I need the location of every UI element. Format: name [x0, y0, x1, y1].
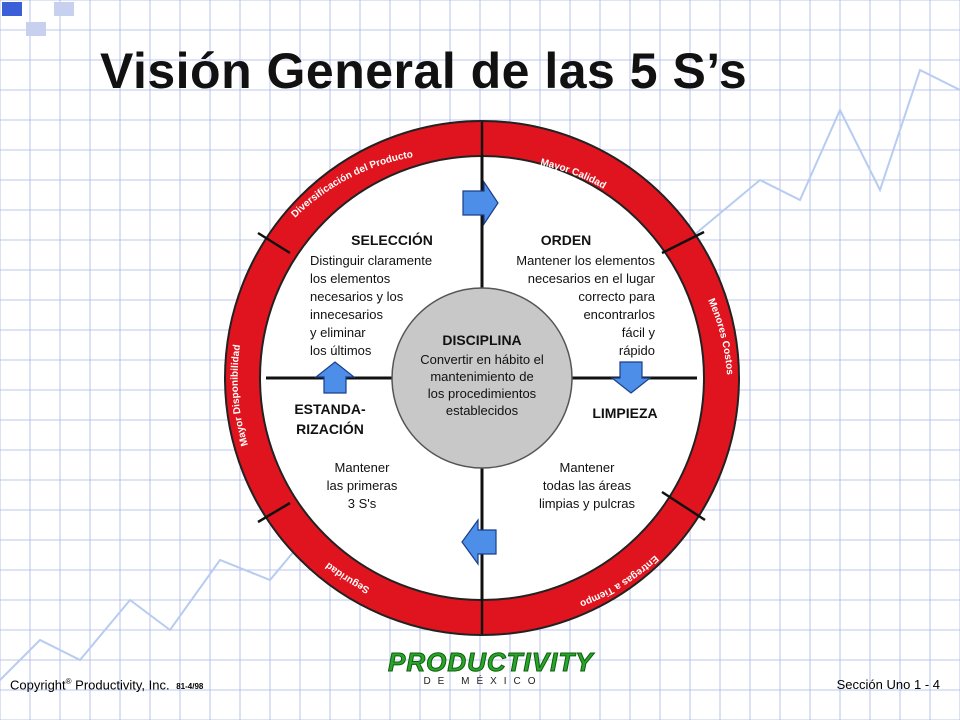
arrow-bottom-left-icon [461, 518, 497, 566]
seleccion-line-5: y eliminar [310, 325, 366, 340]
orden-line-3: correcto para [578, 289, 655, 304]
page-number: 1 - 4 [913, 677, 940, 692]
copyright-label: Copyright [10, 677, 66, 693]
orden-line-4: encontrarlos [583, 307, 655, 322]
seleccion-text: Distinguir claramente los elementos nece… [310, 253, 432, 358]
center-line-3: los procedimientos [428, 386, 537, 401]
arrow-left-up-icon [314, 361, 356, 394]
registered-mark: ® [65, 677, 72, 686]
company-name: Productivity, Inc. [75, 677, 170, 693]
orden-line-1: Mantener los elementos [516, 253, 655, 268]
limpieza-text: Mantener todas las áreas limpias y pulcr… [539, 460, 636, 511]
center-circle [391, 287, 573, 469]
seleccion-line-4: innecesarios [310, 307, 383, 322]
page-title: Visión General de las 5 S’s [100, 43, 748, 99]
estandarizacion-line-2: las primeras [327, 478, 398, 493]
orden-title: ORDEN [541, 232, 592, 248]
limpieza-line-1: Mantener [560, 460, 616, 475]
company-logo: PRODUCTIVITY DE MÉXICO [388, 647, 594, 688]
copyright-notice: Copyright® Productivity, Inc. 81-4/98 [10, 677, 203, 692]
corner-decoration [26, 22, 46, 36]
orden-text: Mantener los elementos necesarios en el … [516, 253, 656, 358]
estandarizacion-text: Mantener las primeras 3 S's [327, 460, 398, 511]
center-line-4: establecidos [446, 403, 519, 418]
center-line-1: Convertir en hábito el [420, 352, 544, 367]
orden-line-5: fácil y [622, 325, 656, 340]
seleccion-line-1: Distinguir claramente [310, 253, 432, 268]
estandarizacion-line-3: 3 S's [348, 496, 377, 511]
estandarizacion-title-line-1: ESTANDA- [294, 401, 366, 417]
limpieza-line-3: limpias y pulcras [539, 496, 636, 511]
estandarizacion-line-1: Mantener [335, 460, 391, 475]
estandarizacion-title-line-2: RIZACIÓN [296, 420, 364, 437]
limpieza-title: LIMPIEZA [592, 405, 657, 421]
corner-decoration [54, 2, 74, 16]
section-indicator: Sección Uno 1 - 4 [837, 677, 940, 692]
logo-sub-text: DE MÉXICO [423, 676, 543, 687]
seleccion-line-3: necesarios y los [310, 289, 404, 304]
arrow-top-right-icon [462, 180, 499, 226]
document-code: 81-4/98 [176, 682, 204, 692]
logo-main-text: PRODUCTIVITY [388, 647, 594, 677]
section-label: Sección Uno [836, 677, 911, 692]
limpieza-line-2: todas las áreas [543, 478, 632, 493]
seleccion-line-6: los últimos [310, 343, 372, 358]
center-text: DISCIPLINA Convertir en hábito el manten… [420, 332, 544, 418]
orden-line-2: necesarios en el lugar [528, 271, 656, 286]
corner-decoration [2, 2, 22, 16]
ring-dividers [257, 122, 706, 634]
orden-line-6: rápido [619, 343, 655, 358]
arrow-right-down-icon [610, 361, 652, 394]
seleccion-title: SELECCIÓN [351, 231, 433, 248]
seleccion-line-2: los elementos [310, 271, 391, 286]
center-line-2: mantenimiento de [430, 369, 533, 384]
center-title: DISCIPLINA [442, 332, 521, 348]
